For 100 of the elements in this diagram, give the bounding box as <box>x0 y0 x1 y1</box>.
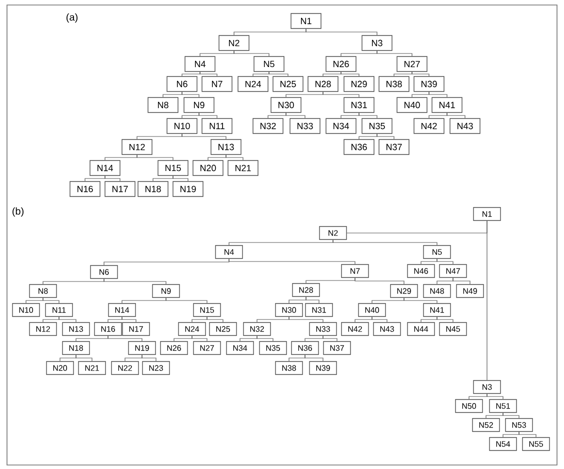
connector-line <box>354 316 372 322</box>
connector-line <box>208 154 226 160</box>
connector-line <box>206 316 224 322</box>
tree-node-box: N32 <box>252 118 284 134</box>
tree-node-box: N24 <box>238 76 268 92</box>
tree-node-box: N8 <box>29 284 57 298</box>
connector-line <box>332 240 438 246</box>
tree-node-box: N8 <box>148 97 178 113</box>
connector-line <box>256 316 290 322</box>
connector-line <box>502 412 520 418</box>
tree-node-box: N33 <box>290 118 320 134</box>
tree-node-box: N2 <box>218 35 250 51</box>
tree-node-box: N36 <box>291 341 319 355</box>
connector-line <box>420 316 438 322</box>
connector-line <box>288 354 306 362</box>
tree-node-box: N44 <box>407 322 435 336</box>
connector-line <box>404 298 438 304</box>
tree-node-box: N46 <box>407 264 435 278</box>
connector-line <box>162 92 182 98</box>
tree-node-box: N53 <box>505 418 533 432</box>
connector-line <box>518 432 536 438</box>
tree-node-box: N55 <box>522 437 550 451</box>
tree-node-box: N39 <box>309 361 337 375</box>
connector-line <box>268 112 286 118</box>
tree-node-box: N28 <box>308 76 338 92</box>
connector-line <box>142 354 156 362</box>
connector-line <box>468 394 488 400</box>
connector-line <box>412 92 430 98</box>
connector-line <box>228 240 334 246</box>
connector-line <box>394 72 412 76</box>
tree-node-box: N17 <box>104 181 136 197</box>
tree-node-box: N5 <box>254 56 284 72</box>
tree-node-box: N28 <box>292 283 320 297</box>
tree-node-box: N42 <box>341 322 369 336</box>
connector-line <box>306 296 320 304</box>
connector-line <box>136 134 182 140</box>
connector-line <box>58 316 76 322</box>
tree-node-box: N18 <box>62 341 90 355</box>
connector-line <box>372 298 404 304</box>
connector-line <box>198 112 218 118</box>
tree-node-box: N3 <box>362 35 392 51</box>
panel-label: (a) <box>66 13 78 23</box>
connector-line <box>104 278 166 284</box>
connector-line <box>192 316 208 322</box>
connector-line <box>502 432 520 438</box>
tree-node-box: N21 <box>228 160 258 176</box>
tree-node-box: N49 <box>456 284 484 298</box>
tree-node-box: N31 <box>344 97 374 113</box>
tree-node-box: N16 <box>94 322 122 336</box>
tree-node-box: N24 <box>178 322 206 336</box>
connector-line <box>122 316 136 322</box>
tree-node-box: N1 <box>290 13 322 29</box>
connector-line <box>104 258 230 266</box>
connector-line <box>104 176 120 182</box>
tree-node-box: N10 <box>166 118 198 134</box>
tree-node-box: N27 <box>396 56 428 72</box>
connector-line <box>286 92 324 98</box>
connector-line <box>240 336 258 342</box>
tree-node-box: N29 <box>390 284 418 298</box>
connector-line <box>76 354 92 362</box>
connector-line <box>340 50 378 56</box>
connector-line <box>322 92 360 98</box>
tree-node-box: N21 <box>78 361 106 375</box>
connector-line <box>322 72 342 76</box>
tree-node-box: N5 <box>423 245 451 259</box>
connector-line <box>226 154 244 160</box>
connector-line <box>268 72 288 76</box>
connector-line <box>200 50 234 56</box>
connector-line <box>306 278 356 284</box>
connector-line <box>192 336 208 342</box>
tree-node-box: N25 <box>209 322 237 336</box>
tree-node-box: N18 <box>138 181 168 197</box>
connector-line <box>446 112 466 118</box>
tree-node-box: N14 <box>108 303 136 317</box>
tree-node-box: N52 <box>472 418 500 432</box>
tree-node-box: N34 <box>226 341 254 355</box>
connector-line <box>42 298 60 304</box>
connector-line <box>182 72 200 76</box>
connector-line <box>166 298 208 304</box>
tree-node-box: N39 <box>414 76 444 92</box>
tree-node-box: N41 <box>423 303 451 317</box>
connector-line <box>172 176 188 182</box>
connector-line <box>124 354 142 362</box>
connector-line <box>108 316 122 322</box>
tree-node-box: N33 <box>309 322 337 336</box>
connector-line <box>60 354 76 362</box>
connector-line <box>486 412 504 418</box>
connector-line <box>234 50 270 56</box>
tree-node-box: N47 <box>439 264 467 278</box>
connector-line <box>42 278 104 284</box>
connector-line <box>104 154 138 160</box>
connector-line <box>76 336 108 342</box>
tree-node-box: N54 <box>489 437 517 451</box>
tree-node-box: N10 <box>12 303 40 317</box>
tree-node-box: N42 <box>414 118 444 134</box>
connector-line <box>174 336 192 342</box>
connector-line <box>256 336 274 342</box>
connector-line <box>42 316 60 322</box>
tree-node-box: N45 <box>439 322 467 336</box>
connector-line <box>354 278 404 284</box>
